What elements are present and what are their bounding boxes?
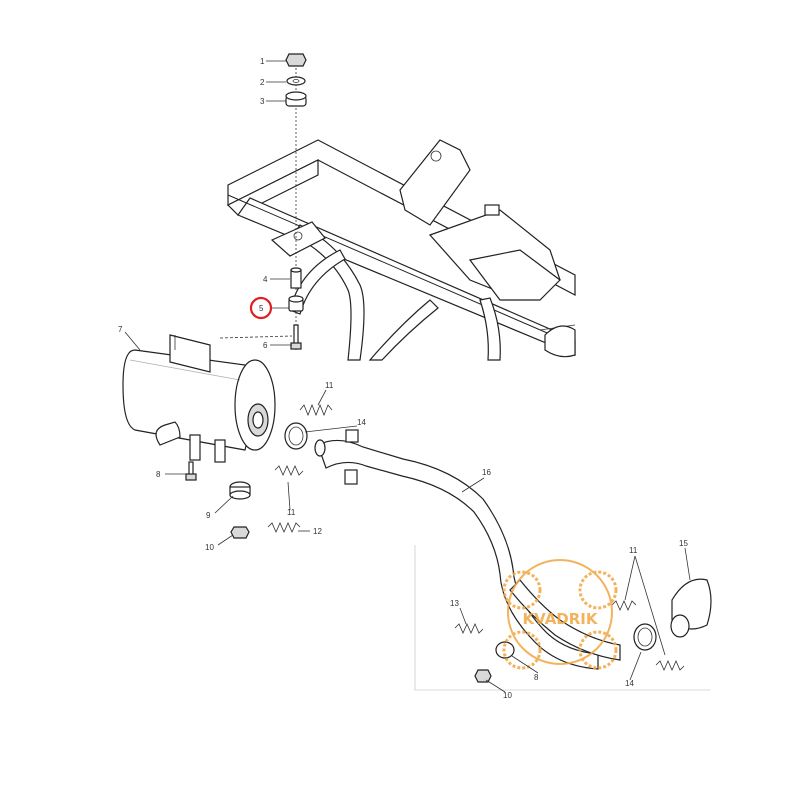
callout-14-upper: 14	[357, 418, 366, 427]
gasket-part-14-lower	[633, 623, 657, 651]
grommet-part-9	[229, 481, 251, 500]
callout-4: 4	[263, 275, 268, 284]
leader-lines	[124, 60, 691, 693]
callout-16: 16	[482, 468, 491, 477]
spring-part-11-inset-b	[655, 660, 685, 671]
spring-part-11-upper	[299, 403, 333, 417]
spring-part-12	[267, 522, 301, 533]
callout-15: 15	[679, 539, 688, 548]
callout-10-upper: 10	[205, 543, 214, 552]
vehicle-frame	[226, 139, 576, 361]
spring-part-13	[454, 623, 484, 634]
spring-part-11-mid	[274, 465, 304, 476]
callout-13: 13	[450, 599, 459, 608]
callout-12: 12	[313, 527, 322, 536]
callout-1: 1	[260, 57, 265, 66]
callout-11-upper: 11	[325, 381, 334, 390]
callout-6: 6	[263, 341, 268, 350]
highlight-ring	[249, 296, 273, 320]
callout-8-lower: 8	[534, 673, 539, 682]
callout-7: 7	[118, 325, 123, 334]
nut-part-1	[285, 53, 307, 67]
callout-11-lower: 11	[629, 546, 638, 555]
nut-part-10	[230, 526, 250, 539]
spring-part-11-inset-a	[611, 600, 637, 611]
watermark-text: KVADRIK	[522, 610, 598, 628]
callout-11-mid: 11	[287, 508, 296, 517]
callout-8-upper: 8	[156, 470, 161, 479]
callout-3: 3	[260, 97, 265, 106]
callout-10-lower: 10	[503, 691, 512, 700]
brand-watermark: KVADRIK	[502, 559, 618, 670]
exhaust-pipe-part-16	[314, 429, 599, 670]
spacer-part-4	[290, 269, 302, 289]
mount-hardware	[285, 53, 307, 350]
callout-labels: 1 2 3 4 5 6 7 8 9 10 11 11 12 14 16 11 1…	[118, 57, 688, 700]
washer-part-2	[286, 76, 306, 86]
callout-9: 9	[206, 511, 211, 520]
gasket-part-14-upper	[284, 422, 308, 450]
muffler-part-7	[122, 334, 276, 463]
callout-5: 5	[259, 304, 264, 313]
callout-2: 2	[260, 78, 265, 87]
nut-part-10-inset	[474, 669, 492, 683]
callout-14-lower: 14	[625, 679, 634, 688]
bolt-part-8	[185, 461, 197, 481]
